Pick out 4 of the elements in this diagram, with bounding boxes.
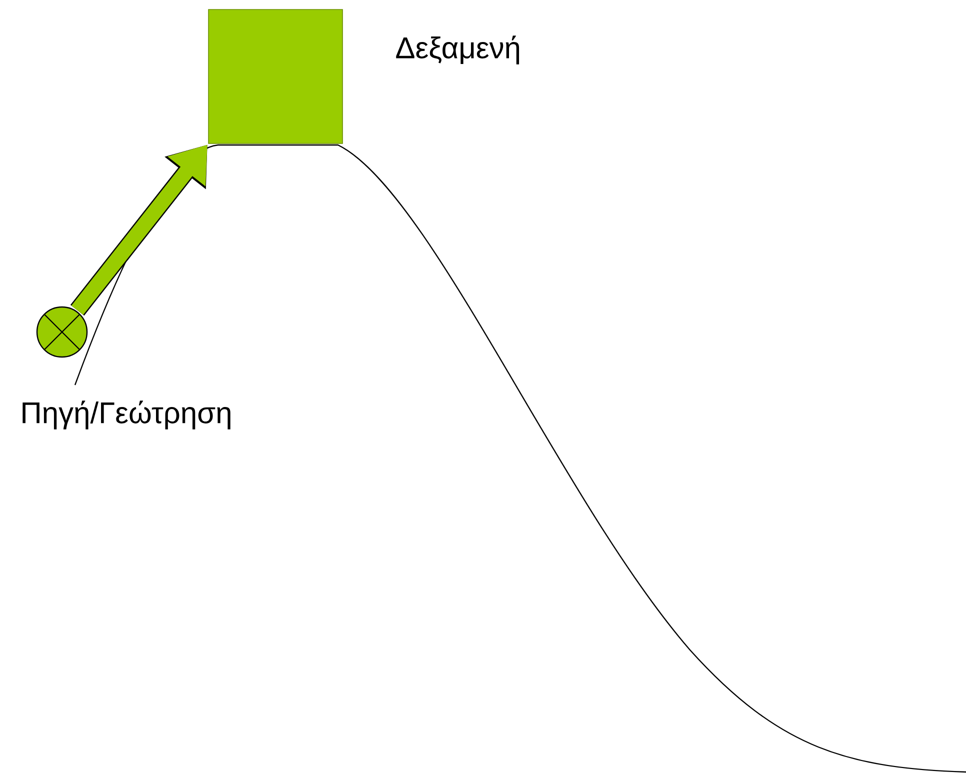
node-caption: Δεξαμενή bbox=[396, 36, 520, 64]
tank-box bbox=[208, 9, 343, 144]
node-caption: Πηγή/Γεώτρηση bbox=[22, 400, 230, 430]
well-symbol bbox=[36, 306, 88, 358]
